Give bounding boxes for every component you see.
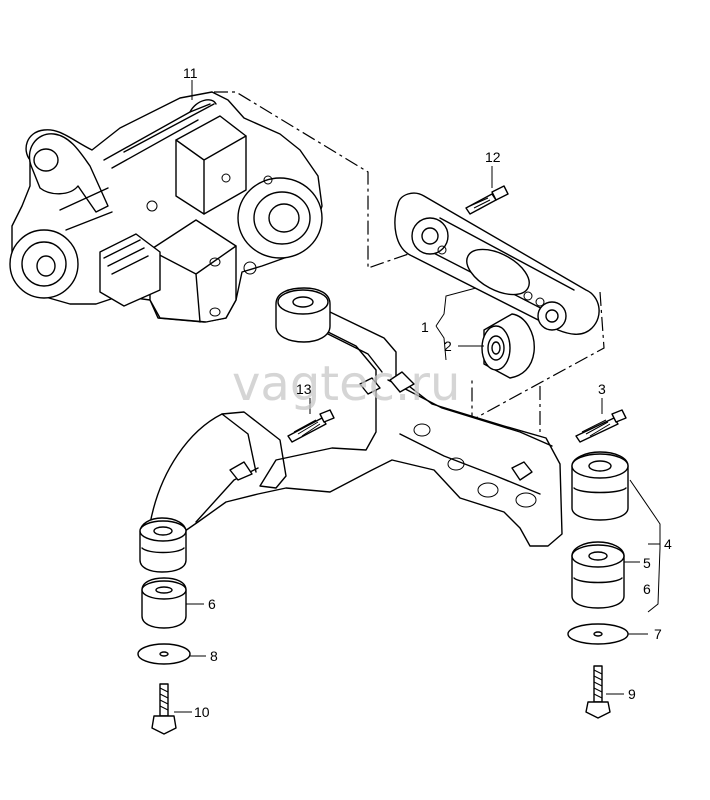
left-bushing-lower xyxy=(141,577,187,629)
bushing-2 xyxy=(481,313,535,379)
left-bushing-upper xyxy=(139,517,187,573)
callout-4: 4 xyxy=(664,536,672,552)
left-washer xyxy=(137,643,191,665)
subframe-front-bushing xyxy=(275,287,331,343)
callout-3: 3 xyxy=(598,381,606,397)
bolt-12 xyxy=(465,185,509,215)
bracket-dashed-frame xyxy=(471,291,605,422)
leader-11-dashed xyxy=(214,91,421,269)
bolt-3 xyxy=(575,409,627,443)
watermark: vagtec.ru xyxy=(232,356,460,412)
callout-8: 8 xyxy=(210,648,218,664)
callout-6-right: 6 xyxy=(643,581,651,597)
callout-6-left: 6 xyxy=(208,596,216,612)
callout-13: 13 xyxy=(296,381,312,397)
leader-lines xyxy=(174,166,661,713)
bolt-10 xyxy=(151,683,177,735)
right-bushing-lower xyxy=(571,541,625,609)
callout-7: 7 xyxy=(654,626,662,642)
right-bushing-upper xyxy=(571,451,629,521)
callout-9: 9 xyxy=(628,686,636,702)
final-drive-unit xyxy=(9,91,323,323)
bolt-13 xyxy=(287,409,335,443)
callout-1: 1 xyxy=(421,319,429,335)
bolt-9 xyxy=(585,665,611,719)
mounting-bracket xyxy=(394,192,600,335)
callout-5: 5 xyxy=(643,555,651,571)
callout-10: 10 xyxy=(194,704,210,720)
callout-12: 12 xyxy=(485,149,501,165)
callout-2: 2 xyxy=(444,338,452,354)
right-washer xyxy=(567,623,629,645)
callout-11: 11 xyxy=(183,65,198,81)
